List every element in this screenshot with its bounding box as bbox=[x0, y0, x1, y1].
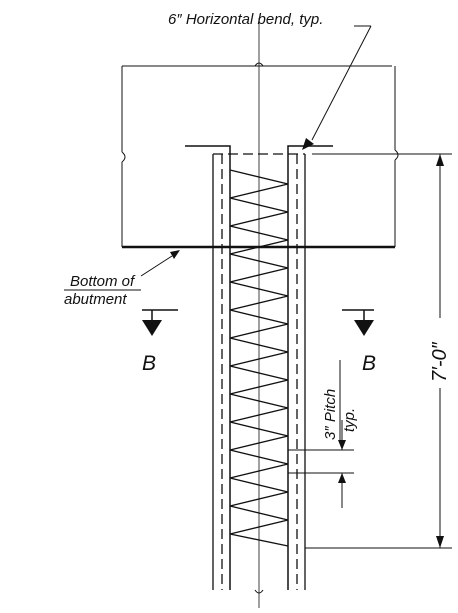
horizontal-bend-label: 6″ Horizontal bend, typ. bbox=[168, 11, 323, 28]
pitch-label-2: typ. bbox=[341, 408, 358, 432]
pitch-dimension bbox=[288, 360, 354, 508]
bottom-leader bbox=[64, 250, 180, 291]
bottom-of-abutment-label-1: Bottom of bbox=[70, 273, 136, 290]
section-marker-left bbox=[142, 309, 178, 336]
section-label-left: B bbox=[142, 352, 156, 375]
pitch-label-1: 3″ Pitch bbox=[322, 389, 339, 440]
section-label-right: B bbox=[362, 352, 376, 375]
pile-walls bbox=[212, 153, 306, 594]
horizontal-bends bbox=[185, 145, 333, 590]
dimension-gap bbox=[426, 318, 456, 388]
section-marker-right bbox=[342, 309, 374, 336]
bend-leader bbox=[302, 25, 372, 150]
abutment-outline bbox=[121, 62, 399, 247]
bottom-of-abutment-label-2: abutment bbox=[64, 291, 127, 308]
dimension-label: 7′-0″ bbox=[429, 341, 451, 382]
spiral-reinforcement bbox=[229, 169, 289, 547]
